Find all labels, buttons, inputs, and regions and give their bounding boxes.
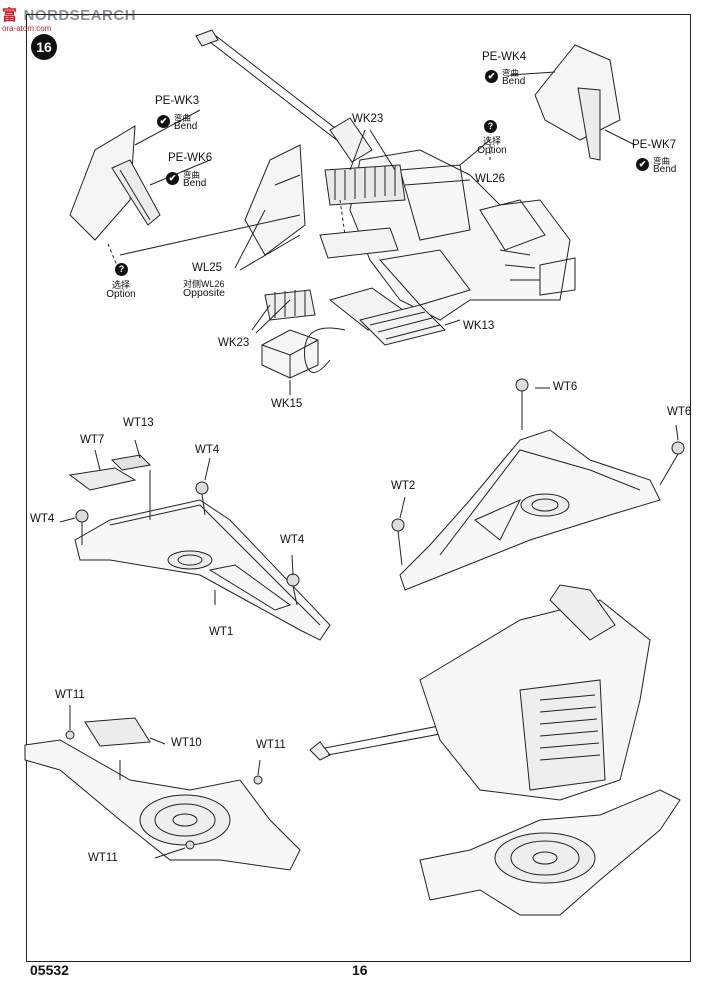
- label-wt2: WT2: [391, 480, 416, 492]
- check-icon: ✔: [166, 172, 179, 185]
- shield-wk4: [534, 44, 621, 161]
- label-wt6-b: WT6: [667, 406, 692, 418]
- option-a-en: Option: [477, 145, 507, 156]
- pe-wk6-cn: 弯曲: [183, 170, 201, 180]
- label-pe-wk7: PE-WK7: [632, 139, 677, 151]
- option-a-cn: 选择: [482, 136, 501, 146]
- label-wt7: WT7: [80, 434, 105, 446]
- watermark: 富 NORDSEARCH: [2, 4, 136, 25]
- label-wl25: WL25: [192, 262, 223, 274]
- ammo-clips-top: [319, 164, 406, 259]
- chassis-wt1: [68, 454, 331, 641]
- pe-wk4-en: Bend: [502, 76, 526, 87]
- check-icon: ✔: [157, 115, 170, 128]
- label-wt6-a: WT6: [553, 381, 578, 393]
- label-wt10: WT10: [171, 737, 202, 749]
- chassis-right: [399, 429, 661, 591]
- upper-leader-lines: [119, 71, 636, 395]
- label-wt4-b: WT4: [30, 513, 55, 525]
- page-frame: [26, 14, 691, 962]
- pe-wk3-en: Bend: [174, 121, 198, 132]
- label-wl26: WL26: [475, 173, 506, 185]
- assembled-gun: [309, 584, 681, 916]
- label-wk13: WK13: [463, 320, 495, 332]
- base-lower-left: [24, 705, 301, 871]
- tray-wk13: [328, 287, 446, 346]
- chassis-right-fittings: [391, 378, 685, 566]
- shield-wk3: [69, 125, 161, 241]
- upper-carriage: [349, 149, 576, 321]
- option-b-cn: 选择: [111, 280, 130, 290]
- ammo-box-wk15: [261, 329, 319, 379]
- watermark-en: NORDSEARCH: [23, 7, 137, 24]
- upper-gun-barrel: [195, 29, 373, 163]
- kit-code: 05532: [30, 962, 69, 978]
- option-b: 选择 Option: [104, 280, 138, 300]
- label-wt11-c: WT11: [88, 852, 118, 864]
- label-wt11-a: WT11: [55, 689, 85, 701]
- pe-wk3-cn: 弯曲: [174, 113, 192, 123]
- label-wt13: WT13: [123, 417, 154, 429]
- ammo-clip-wk23: [264, 289, 316, 321]
- step-number-badge: 16: [31, 34, 57, 60]
- label-wk23-top: WK23: [352, 113, 384, 125]
- label-wl25-en: Opposite: [183, 287, 226, 299]
- question-icon: ?: [115, 263, 128, 276]
- label-pe-wk6: PE-WK6: [168, 152, 213, 164]
- shield-wl25: [244, 144, 306, 256]
- chassis-wt1-fittings: [59, 439, 300, 606]
- pe-wk4-cn: 弯曲: [502, 68, 520, 78]
- page-number: 16: [352, 962, 368, 978]
- label-pe-wk3: PE-WK3: [155, 95, 200, 107]
- label-wt11-b: WT11: [256, 739, 286, 751]
- option-b-en: Option: [106, 289, 136, 300]
- dashed-guides: [107, 145, 491, 269]
- label-wk15: WK15: [271, 398, 303, 410]
- label-wl25-cn: 对侧WL26: [183, 279, 225, 289]
- label-wk23-mid: WK23: [218, 337, 250, 349]
- label-wt4-c: WT4: [280, 534, 305, 546]
- watermark-cn: 富: [2, 7, 18, 24]
- check-icon: ✔: [636, 158, 649, 171]
- pe-wk7-en: Bend: [653, 164, 677, 175]
- option-a: 选择 Option: [475, 136, 509, 156]
- question-icon: ?: [484, 120, 497, 133]
- label-wt4-a: WT4: [195, 444, 220, 456]
- label-wt1: WT1: [209, 626, 234, 638]
- pe-wk7-cn: 弯曲: [653, 156, 671, 166]
- label-pe-wk4: PE-WK4: [482, 51, 527, 63]
- pe-wk6-en: Bend: [183, 178, 207, 189]
- check-icon: ✔: [485, 70, 498, 83]
